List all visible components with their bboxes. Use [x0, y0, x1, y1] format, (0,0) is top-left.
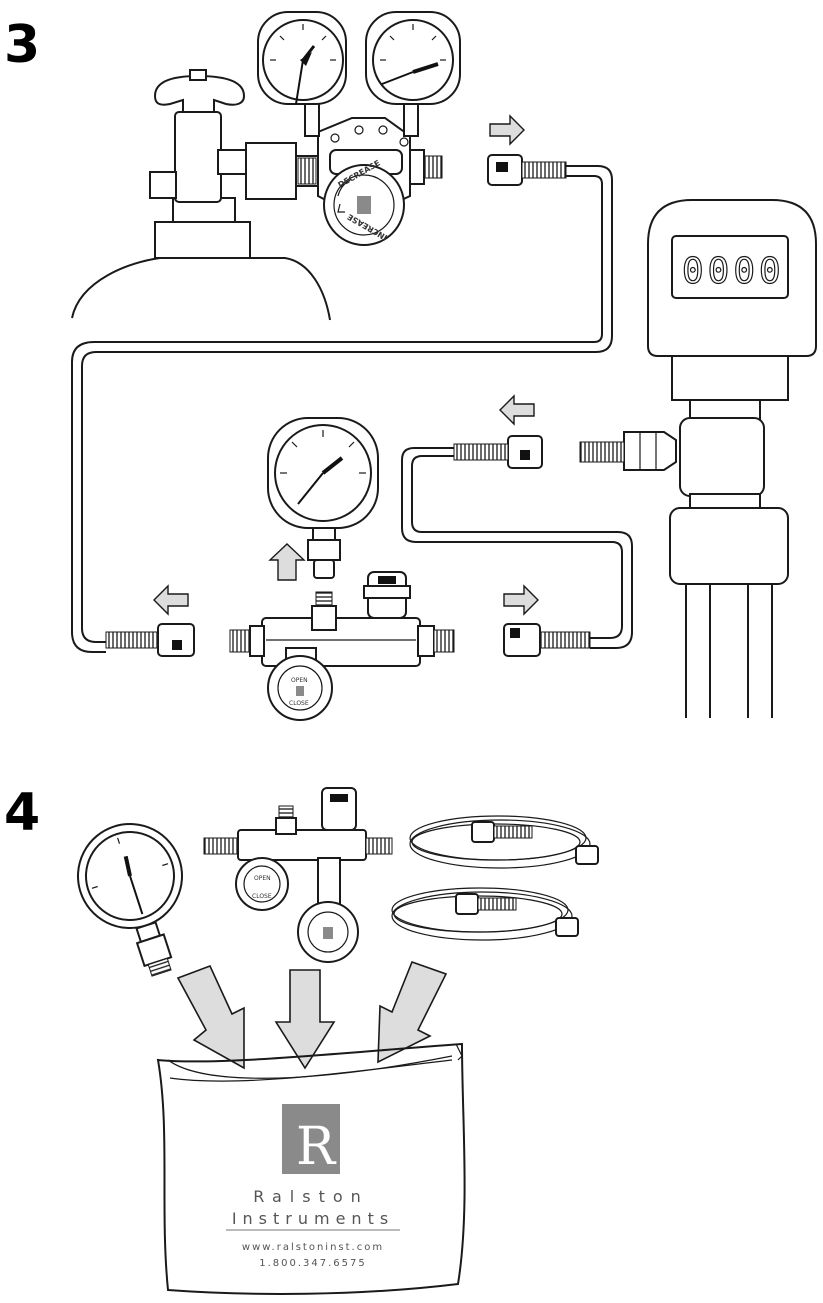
test-gauge-kit: [77, 823, 183, 977]
test-gauge: [267, 417, 379, 579]
connect-arrow-right-1: [489, 114, 525, 146]
close-label-3: CLOSE: [289, 700, 309, 707]
close-label-4: CLOSE: [252, 893, 272, 900]
test-manifold-kit: OPEN CLOSE: [203, 787, 393, 963]
pressure-regulator: DECREASE INCREASE: [245, 97, 443, 246]
connect-arrow-right-2: [503, 584, 539, 616]
gas-cylinder: [71, 69, 331, 321]
connect-arrow-left-2: [153, 584, 189, 616]
hose-top: [71, 154, 613, 653]
company-logo-letter: R: [296, 1117, 337, 1177]
pressure-transmitter: 0000: [579, 199, 817, 718]
company-website: www.ralstoninst.com: [242, 1242, 384, 1253]
test-manifold: OPEN CLOSE: [229, 571, 455, 721]
open-label-4: OPEN: [254, 875, 271, 882]
connect-arrow-left-1: [499, 394, 535, 426]
outlet-pressure-gauge: [365, 11, 461, 105]
hose-kit-1: [409, 815, 599, 869]
transmitter-display: 0000: [682, 251, 785, 292]
hose-kit-2: [391, 887, 579, 941]
company-name-line2: Instruments: [232, 1209, 394, 1228]
pack-arrow-center: [274, 969, 336, 1070]
carrying-bag: R Ralston Instruments www.ralstoninst.co…: [156, 1042, 466, 1295]
step-4-number: 4: [4, 783, 40, 843]
hose-left-end: [105, 623, 195, 657]
company-phone: 1.800.347.6575: [259, 1258, 367, 1269]
inlet-pressure-gauge: [257, 11, 347, 105]
hose-right: [401, 435, 633, 657]
company-logo-icon: [282, 1104, 340, 1174]
step-3-number: 3: [4, 15, 40, 75]
company-name-line1: Ralston: [253, 1187, 369, 1206]
pack-arrow-left: [176, 964, 245, 1070]
connect-arrow-up: [268, 543, 306, 581]
regulator-logo-icon: [357, 196, 371, 214]
open-label-3: OPEN: [291, 677, 308, 684]
